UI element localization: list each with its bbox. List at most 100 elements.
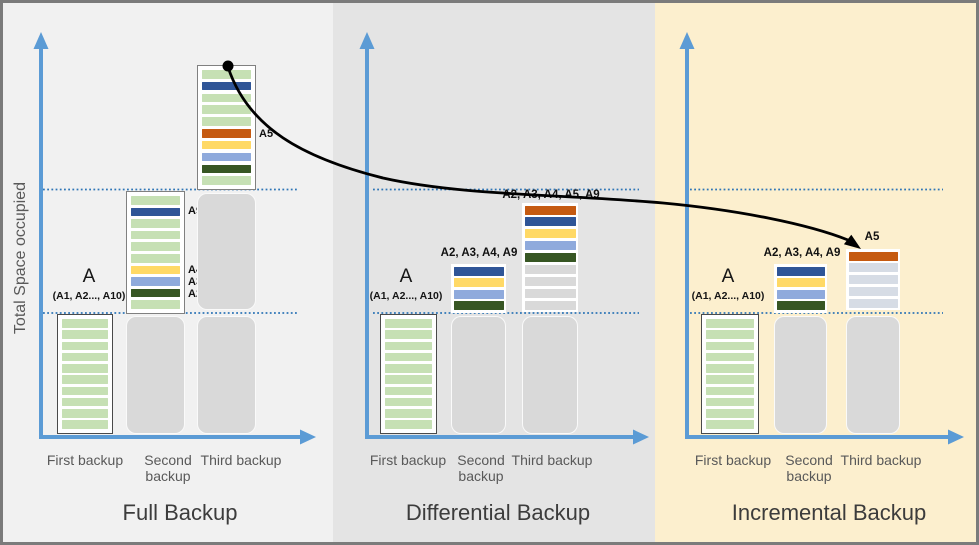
- data-block-stripe-lightblue: [776, 289, 825, 299]
- data-block-stripe-green: [706, 352, 754, 362]
- second-backup-previous-space: [126, 316, 185, 434]
- data-block-stripe-yellow: [453, 278, 504, 288]
- data-block-stripe-green: [62, 375, 108, 384]
- data-block-stripe-green: [385, 420, 432, 429]
- x-label-second-backup: Second backup: [144, 452, 192, 484]
- third-backup-data-box: [846, 249, 900, 310]
- data-block-stripe-green: [706, 420, 754, 429]
- data-block-stripe-darkblue: [453, 266, 504, 276]
- data-block-stripe-green: [62, 341, 108, 351]
- x-label-second-backup: Second backup: [785, 452, 833, 484]
- stack-label-second-backup: A2, A3, A4, A9: [763, 247, 841, 259]
- data-block-stripe-green: [131, 230, 180, 240]
- data-block-stripe-green: [706, 375, 754, 384]
- full-set-label: A: [82, 266, 96, 287]
- data-block-stripe-green: [131, 219, 180, 228]
- data-block-stripe-darkgreen: [453, 301, 504, 311]
- data-block-stripe-lightblue: [202, 152, 251, 162]
- data-block-stripe-green: [706, 397, 754, 407]
- data-block-stripe-orange: [848, 251, 898, 261]
- data-block-stripe-green: [706, 330, 754, 339]
- data-block-stripe-green: [202, 117, 251, 126]
- full-set-sublabel: (A1, A2..., A10): [691, 290, 765, 302]
- third-backup-previous-space: [522, 316, 578, 434]
- full-set-sublabel: (A1, A2..., A10): [52, 290, 126, 302]
- first-backup-data-box: [57, 314, 113, 434]
- data-block-stripe-green: [131, 300, 180, 309]
- data-block-stripe-green: [385, 352, 432, 362]
- x-label-third-backup: Third backup: [511, 452, 593, 468]
- panel-title-full: Full Backup: [122, 500, 238, 525]
- data-block-stripe-yellow: [131, 265, 180, 275]
- third-backup-previous-space: [846, 316, 900, 434]
- data-block-stripe-green: [706, 409, 754, 418]
- data-block-stripe-yellow: [524, 229, 576, 239]
- full-set-label: A: [399, 266, 413, 287]
- data-block-stripe-lightblue: [131, 277, 180, 286]
- data-block-stripe-green: [62, 330, 108, 339]
- x-label-second-backup: Second backup: [457, 452, 505, 484]
- second-backup-data-box: [774, 264, 827, 313]
- data-block-stripe-green: [62, 386, 108, 396]
- panel-title-incremental: Incremental Backup: [731, 500, 927, 525]
- data-block-stripe-gray: [524, 276, 576, 286]
- data-block-stripe-green: [202, 93, 251, 103]
- data-block-stripe-green: [131, 196, 180, 205]
- third-backup-previous-space: [197, 316, 256, 434]
- data-block-stripe-green: [62, 319, 108, 328]
- panel-title-differential: Differential Backup: [405, 500, 591, 525]
- stripe-label-A5: A5: [259, 127, 274, 140]
- data-block-stripe-darkgreen: [202, 164, 251, 174]
- data-block-stripe-lightblue: [453, 289, 504, 299]
- data-block-stripe-darkblue: [776, 266, 825, 276]
- data-block-stripe-grayblue: [848, 286, 898, 296]
- data-block-stripe-green: [202, 70, 251, 79]
- full-set-sublabel: (A1, A2..., A10): [369, 290, 443, 302]
- x-label-third-backup: Third backup: [840, 452, 922, 468]
- data-block-stripe-green: [62, 352, 108, 362]
- data-block-stripe-darkgreen: [131, 288, 180, 298]
- data-block-stripe-yellow: [776, 278, 825, 288]
- data-block-stripe-green: [62, 420, 108, 429]
- data-block-stripe-green: [131, 242, 180, 251]
- data-block-stripe-green: [202, 105, 251, 114]
- stack-label-third-backup: A5: [864, 231, 880, 243]
- second-backup-previous-space: [451, 316, 506, 434]
- data-block-stripe-yellow: [202, 140, 251, 150]
- data-block-stripe-green: [62, 397, 108, 407]
- x-label-first-backup: First backup: [369, 452, 447, 468]
- data-block-stripe-darkgreen: [524, 253, 576, 262]
- data-block-stripe-green: [62, 409, 108, 418]
- third-backup-previous-space: [197, 193, 256, 310]
- y-axis-title: Total Space occupied: [12, 181, 29, 335]
- data-block-stripe-darkblue: [202, 81, 251, 91]
- data-block-stripe-green: [385, 409, 432, 418]
- x-label-first-backup: First backup: [46, 452, 124, 468]
- data-block-stripe-gray: [524, 300, 576, 310]
- data-block-stripe-darkgreen: [776, 301, 825, 311]
- data-block-stripe-green: [385, 386, 432, 396]
- data-block-stripe-green: [706, 386, 754, 396]
- data-block-stripe-orange: [202, 129, 251, 138]
- data-block-stripe-green: [131, 254, 180, 263]
- data-block-stripe-darkblue: [131, 207, 180, 217]
- data-block-stripe-green: [706, 319, 754, 328]
- full-set-label: A: [721, 266, 735, 287]
- data-block-stripe-green: [385, 397, 432, 407]
- second-backup-data-box: [126, 191, 185, 314]
- second-backup-previous-space: [774, 316, 827, 434]
- second-backup-data-box: [451, 264, 506, 313]
- data-block-stripe-green: [706, 341, 754, 351]
- third-backup-data-box: [197, 65, 256, 190]
- data-block-stripe-green: [385, 319, 432, 328]
- first-backup-data-box: [701, 314, 759, 434]
- x-label-third-backup: Third backup: [200, 452, 282, 468]
- data-block-stripe-gray: [524, 288, 576, 298]
- data-block-stripe-green: [385, 341, 432, 351]
- third-backup-data-box: [522, 203, 578, 312]
- data-block-stripe-gray: [524, 264, 576, 274]
- data-block-stripe-green: [385, 375, 432, 384]
- data-block-stripe-darkblue: [524, 217, 576, 227]
- stack-label-third-backup: A2, A3, A4, A5, A9: [502, 189, 600, 201]
